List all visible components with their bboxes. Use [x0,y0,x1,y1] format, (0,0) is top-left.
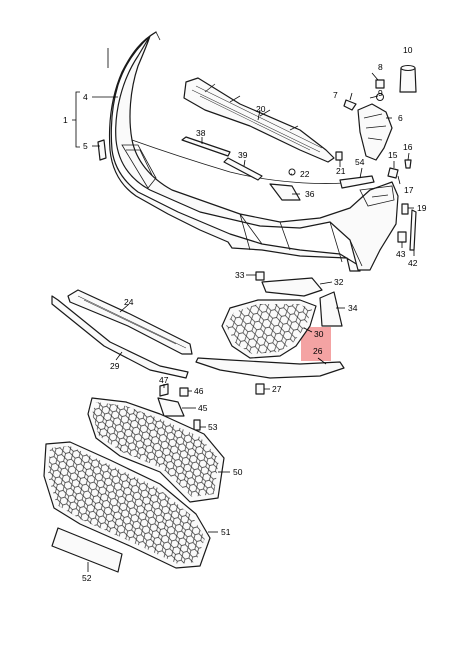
part-51-grille [43,441,211,569]
callout-26: 26 [313,346,323,356]
part-34-bracket [319,291,343,327]
callout-16: 16 [403,142,413,152]
part-33-screw [255,271,265,281]
part-20-upper-carrier [183,77,335,163]
part-5-bracket [97,139,107,161]
callout-45: 45 [198,403,208,413]
callout-39: 39 [238,150,248,160]
callout-19: 19 [417,203,427,213]
callout-7: 7 [333,90,338,100]
part-26-trim-strip [195,357,345,379]
leader-lines [72,48,415,572]
callout-33: 33 [235,270,245,280]
part-50-grille [87,397,225,503]
part-29-strip [51,295,189,379]
callout-47: 47 [159,375,169,385]
part-8-nut [375,79,385,89]
callout-54: 54 [355,157,365,167]
part-54-trim [339,175,375,189]
part-27-screw [255,383,265,395]
callout-46: 46 [194,386,204,396]
callout-34: 34 [348,303,358,313]
part-53-screw [193,419,201,431]
callout-17: 17 [404,185,414,195]
part-10-container [399,65,417,93]
part-45-bracket [157,397,185,417]
callout-53: 53 [208,422,218,432]
callout-15: 15 [388,150,398,160]
part-36-bracket [269,183,301,201]
callout-32: 32 [334,277,344,287]
part-52-plate [51,527,123,573]
part-38-strip [181,136,231,157]
callout-1: 1 [63,115,68,125]
callout-8: 8 [378,62,383,72]
callout-22: 22 [300,169,310,179]
callout-9: 9 [378,88,383,98]
callout-4: 4 [83,92,88,102]
part-24-bar [67,289,193,355]
callout-38: 38 [196,128,206,138]
callout-5: 5 [83,141,88,151]
callout-42: 42 [408,258,418,268]
part-15-clip [387,167,399,179]
callout-30: 30 [314,329,324,339]
part-32-bracket [261,277,323,297]
callout-29: 29 [110,361,120,371]
part-6-bracket [357,103,393,161]
callout-27: 27 [272,384,282,394]
part-19-screw [401,203,409,215]
callout-51: 51 [221,527,231,537]
bumper-cover [108,31,399,272]
part-43-clip [397,231,407,243]
part-21-bolt [335,151,343,161]
callout-21: 21 [336,166,346,176]
part-7-screw [343,99,357,111]
callout-36: 36 [305,189,315,199]
part-22-clip [288,168,296,176]
callout-43: 43 [396,249,406,259]
callout-6: 6 [398,113,403,123]
part-46-screw [179,387,189,397]
callout-10: 10 [403,45,413,55]
part-39-strip [223,157,263,181]
callout-20: 20 [256,104,266,114]
callout-labels: 1 4 5 7 8 9 10 6 20 38 39 21 22 36 54 15… [63,45,427,583]
callout-50: 50 [233,467,243,477]
part-16-screw [404,159,412,169]
callout-52: 52 [82,573,92,583]
part-9-clip [376,93,384,101]
part-47-clip [159,383,169,397]
callout-24: 24 [124,297,134,307]
part-30-grille-insert [221,299,317,359]
part-42-strip [409,209,417,251]
